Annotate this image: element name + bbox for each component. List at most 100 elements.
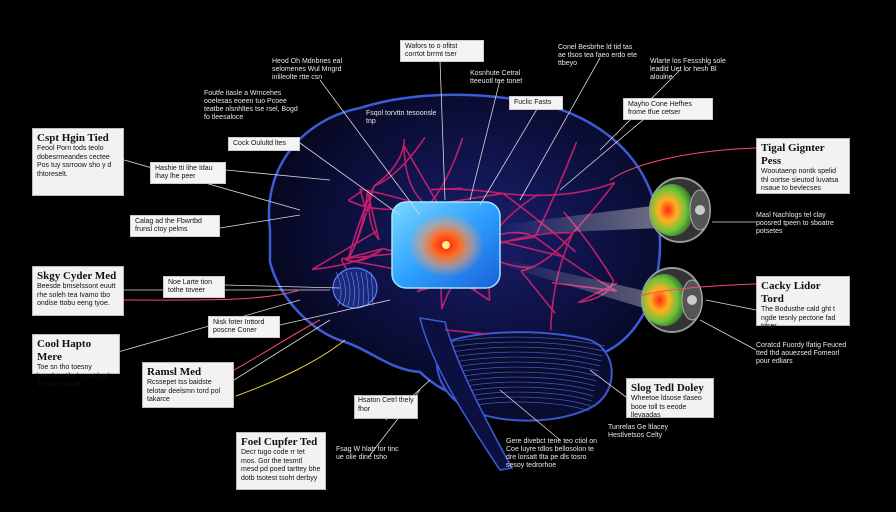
right-box-3: Slog Tedl Doley Wheetoe ldsose tlaseo bo…: [626, 378, 714, 419]
leader-line: [519, 57, 601, 201]
left-box-2-body: Beesde bmselssont euutt rhe soleh tea Iv…: [37, 283, 116, 307]
right-box-3-body: Wheetoe ldsose tlaseo booe toll ts eeode…: [631, 395, 702, 419]
left-box-1: Cspt Hgin Tied Feool Porn tods teolo dob…: [32, 128, 124, 196]
vessel: [520, 270, 556, 314]
leader-line-pink: [639, 283, 757, 297]
vessel: [346, 185, 375, 261]
left-box-5: Foel Cupfer Ted Decr tugo code rr tet mo…: [236, 432, 326, 490]
left-box-2: Skgy Cyder Med Beesde bmselssont euutt r…: [32, 266, 124, 316]
vessel: [373, 139, 406, 187]
lower-sensor-node: [641, 267, 703, 333]
leader-line: [559, 113, 651, 191]
text-label-2: Foutfe itasle a Wrncehes ooelesas eoeen …: [204, 90, 298, 121]
leader-line: [319, 79, 421, 216]
lobe-fold: [345, 271, 351, 307]
cerebellum-fold: [449, 341, 604, 352]
left-box-3: Cool Hapto Mere Toe sn tho toesny beesbo…: [32, 334, 120, 388]
cerebellum-fold: [461, 381, 595, 392]
central-core: [391, 201, 501, 289]
lobe-fold: [360, 271, 364, 307]
vessel: [346, 190, 369, 262]
text-label-11-text: Hsaton Cetrl thely fhor: [358, 397, 414, 413]
vessel: [373, 136, 426, 187]
text-label-4: Kosnhute Cetral tteeuotl tee tonet: [470, 70, 523, 85]
cerebellum-fold: [464, 391, 592, 402]
leader-line: [705, 299, 757, 311]
right-box-1-body: Wooutaenp nontk spelid thl oortse sieuto…: [761, 168, 839, 192]
right-box-3-title: Slog Tedl Doley: [631, 382, 704, 394]
vessel: [431, 187, 463, 191]
cerebellum-fold: [462, 386, 594, 397]
brain-stem: [419, 317, 514, 471]
lobe-fold: [370, 271, 374, 307]
left-box-4-title: Ramsl Med: [147, 366, 202, 378]
upper-sensor-node: [649, 177, 711, 243]
left-box-1-title: Cspt Hgin Tied: [37, 132, 109, 144]
left-box-1-body: Feool Porn tods teolo dobesrmeandes cect…: [37, 145, 112, 178]
text-label-1: Heod Oh Mdnbnes eal selomenes Wul Mngrd …: [272, 58, 343, 81]
right-box-1-title: Tigal Gignter Pess: [761, 142, 825, 167]
cerebellum-fold: [450, 346, 603, 357]
vessel: [340, 257, 349, 272]
leader-line: [589, 369, 631, 401]
leader-line: [469, 79, 501, 201]
left-box-4-body: Rcssepet tss baidste telotar deelsmn tor…: [147, 379, 221, 403]
leader-line: [219, 214, 301, 229]
left-box-3-body: Toe sn tho toesny beesbos tibel srsot bu…: [37, 364, 109, 388]
right-box-2: Cacky Lidor Tord The Bodusthe cald ght t…: [756, 276, 850, 330]
cerebellum-fold: [452, 351, 602, 362]
lobe-fold: [365, 271, 369, 307]
leader-line: [479, 103, 541, 206]
mini-label-7: Mayho Cone Hefhes frome tfue cetser: [623, 98, 713, 120]
cerebellum-fold: [453, 356, 601, 367]
left-box-5-title: Foel Cupfer Ted: [241, 436, 318, 448]
right-box-1: Tigal Gignter Pess Wooutaenp nontk speli…: [756, 138, 850, 194]
right-box-2-title: Cacky Lidor Tord: [761, 280, 821, 305]
cerebellum-fold: [455, 361, 600, 372]
mini-label-3: Noe Larte tion tothe toveer: [163, 276, 225, 298]
vessel: [444, 329, 486, 335]
text-label-3: Fsqol torvttn tesoonsle tnp: [366, 110, 437, 125]
text-label-5: Conel Besbrhe ld tid tas ae tlsos tea fa…: [558, 44, 637, 67]
text-label-9: Tunrelas Ge ltlacey Hestlvetsos Celty: [608, 424, 669, 439]
text-label-11: Hsaton Cetrl thely fhor: [354, 395, 418, 419]
text-label-12: Fsag W hlatr for tinc ue olie dine tsho: [336, 446, 399, 461]
mini-label-4: Nisk foter Inttord poscne Coner: [208, 316, 280, 338]
vessel: [502, 181, 615, 197]
leader-line-yellow: [235, 339, 346, 397]
mini-label-5: Cock Oulultd ltes: [228, 137, 300, 151]
leader-line: [299, 142, 401, 216]
cerebellum-fold: [465, 396, 591, 407]
right-box-2-body: The Bodusthe cald ght t ngde tesnly pect…: [761, 306, 836, 330]
leader-line: [439, 59, 446, 201]
lobe-fold: [340, 271, 346, 307]
mini-label-2: Calag ad the Fbwrtbd frunsl ctoy pelms: [130, 215, 220, 237]
mini-label-8: Wafors to o ofitst corrtot brrmt tser: [400, 40, 484, 62]
cerebellum-fold: [456, 366, 598, 377]
leader-line: [279, 299, 391, 326]
vessel: [311, 229, 379, 271]
leader-line: [233, 319, 331, 381]
vessel: [344, 247, 384, 260]
text-label-8: Coratcd Fuordy lfatig Feuced tted thd ao…: [756, 342, 847, 365]
cerebellum-fold: [458, 371, 597, 382]
left-box-5-body: Decr tugo code rr tet mos. Gor the tesmt…: [241, 449, 321, 482]
vessel: [403, 145, 439, 204]
cerebellum-fold: [459, 376, 596, 387]
upper-beam: [500, 205, 660, 235]
lobe-fold: [355, 271, 360, 307]
lobe-fold: [350, 271, 355, 307]
leader-line: [699, 319, 757, 351]
leader-line: [499, 389, 561, 441]
left-box-4: Ramsl Med Rcssepet tss baidste telotar d…: [142, 362, 234, 408]
vessel: [359, 188, 367, 211]
leader-line: [224, 284, 341, 289]
cerebellum-fold: [447, 336, 606, 347]
left-box-3-title: Cool Hapto Mere: [37, 338, 92, 363]
mini-label-6: Fuclic Fasts: [509, 96, 563, 110]
leader-line: [225, 169, 331, 181]
text-label-7: Masl Nachlogs tel clay poosred tpeen to …: [756, 212, 834, 235]
lower-beam: [500, 258, 650, 310]
